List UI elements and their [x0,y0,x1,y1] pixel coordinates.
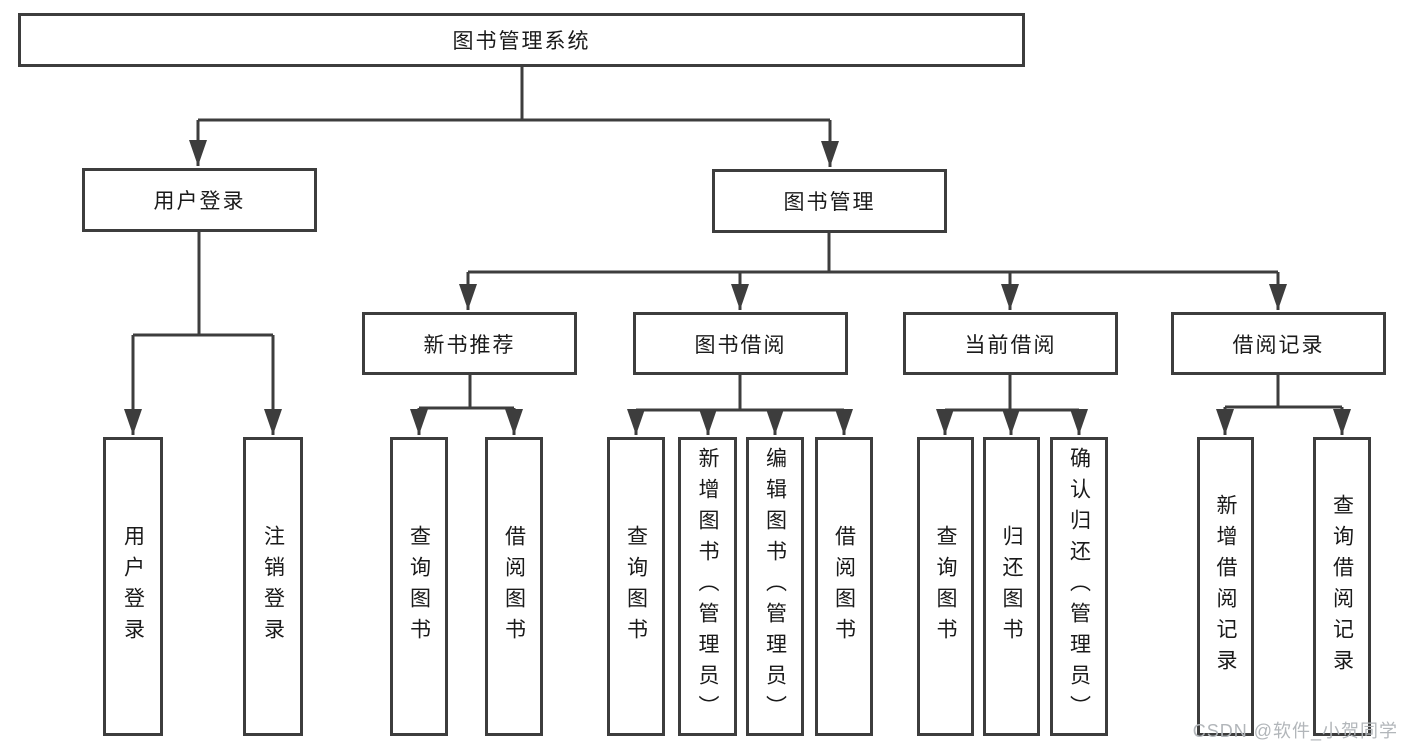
leaf-user-login: 用户登录 [103,437,163,736]
leaf-confirm-return-admin: 确认归还（管理员） [1050,437,1108,736]
leaf-edit-book-admin: 编辑图书（管理员） [746,437,804,736]
node-library-management-system: 图书管理系统 [18,13,1025,67]
node-new-book-recommend: 新书推荐 [362,312,577,375]
leaf-logout: 注销登录 [243,437,303,736]
node-book-borrow: 图书借阅 [633,312,848,375]
edges-root [189,67,839,167]
watermark: CSDN @软件_小贺同学 [1192,721,1398,741]
edges-current-borrow [936,375,1088,435]
edges-new-book-recommend [410,375,523,435]
leaf-query-books-current: 查询图书 [917,437,974,736]
leaf-query-books-borrow: 查询图书 [607,437,665,736]
node-user-login: 用户登录 [82,168,317,232]
leaf-add-borrow-record: 新增借阅记录 [1197,437,1254,736]
edges-borrow-records [1216,375,1351,435]
leaf-query-books-recommend: 查询图书 [390,437,448,736]
leaf-borrow-books: 借阅图书 [815,437,873,736]
leaf-query-borrow-record: 查询借阅记录 [1313,437,1371,736]
leaf-add-book-admin: 新增图书（管理员） [678,437,737,736]
edges-user-login [124,232,282,435]
node-book-management: 图书管理 [712,169,947,233]
node-borrow-records: 借阅记录 [1171,312,1386,375]
node-current-borrow: 当前借阅 [903,312,1118,375]
leaf-return-book: 归还图书 [983,437,1040,736]
leaf-borrow-books-recommend: 借阅图书 [485,437,543,736]
edges-book-management [459,233,1287,310]
edges-book-borrow [627,375,853,435]
